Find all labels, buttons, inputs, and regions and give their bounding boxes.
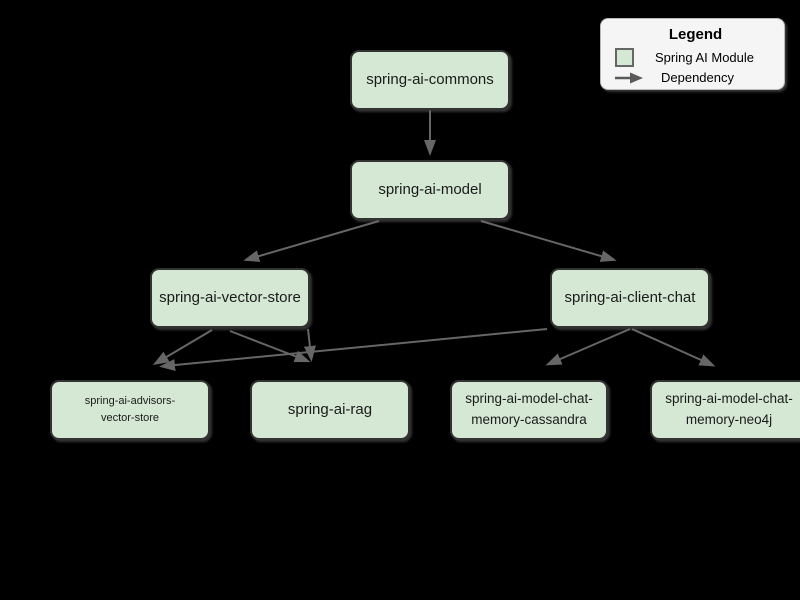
edge-spring-ai-client-chat-to-spring-ai-model-chat-memory-neo4j [631, 328, 716, 367]
edge-spring-ai-vector-store-to-spring-ai-advisors-vector-store [152, 329, 213, 366]
node-label-line: spring-ai-client-chat [564, 289, 696, 307]
node-label-line: spring-ai-model-chat- [465, 391, 593, 407]
edge-spring-ai-model-to-spring-ai-client-chat [480, 220, 617, 262]
dependency-arrow-icon [615, 72, 645, 84]
node-spring-ai-model-chat-memory-cassandra: spring-ai-model-chat-memory-cassandra [450, 380, 608, 440]
node-label-line: spring-ai-vector-store [159, 289, 301, 307]
legend-item-module: Spring AI Module [615, 48, 776, 67]
edge-spring-ai-vector-store-to-spring-ai-rag [229, 330, 311, 363]
legend-title: Legend [668, 26, 723, 43]
node-label-line: spring-ai-advisors- [84, 394, 176, 407]
node-label-line: spring-ai-model-chat- [665, 391, 793, 407]
node-spring-ai-rag: spring-ai-rag [250, 380, 410, 440]
node-label-line: spring-ai-commons [366, 71, 494, 89]
edge-spring-ai-client-chat-to-spring-ai-model-chat-memory-cassandra [545, 328, 631, 366]
legend-item-label: Dependency [661, 70, 734, 85]
node-spring-ai-client-chat: spring-ai-client-chat [550, 268, 710, 328]
node-label-line: spring-ai-rag [287, 401, 373, 419]
legend-item-dependency: Dependency [615, 70, 776, 85]
node-label-line: memory-cassandra [471, 412, 587, 427]
edge-spring-ai-client-chat-to-spring-ai-advisors-vector-store [159, 328, 548, 372]
node-label-line: vector-store [100, 412, 160, 424]
node-label-line: spring-ai-model [378, 181, 482, 199]
node-spring-ai-advisors-vector-store: spring-ai-advisors-vector-store [50, 380, 210, 440]
node-spring-ai-vector-store: spring-ai-vector-store [150, 268, 310, 328]
legend: Legend Spring AI Module Dependency [600, 18, 785, 90]
node-spring-ai-model: spring-ai-model [350, 160, 510, 220]
legend-item-label: Spring AI Module [655, 50, 755, 65]
edge-spring-ai-model-to-spring-ai-vector-store [243, 220, 380, 262]
node-label-line: memory-neo4j [685, 412, 773, 427]
spring-ai-module-swatch-icon [615, 48, 634, 67]
node-spring-ai-commons: spring-ai-commons [350, 50, 510, 110]
node-spring-ai-model-chat-memory-neo4j: spring-ai-model-chat-memory-neo4j [650, 380, 800, 440]
